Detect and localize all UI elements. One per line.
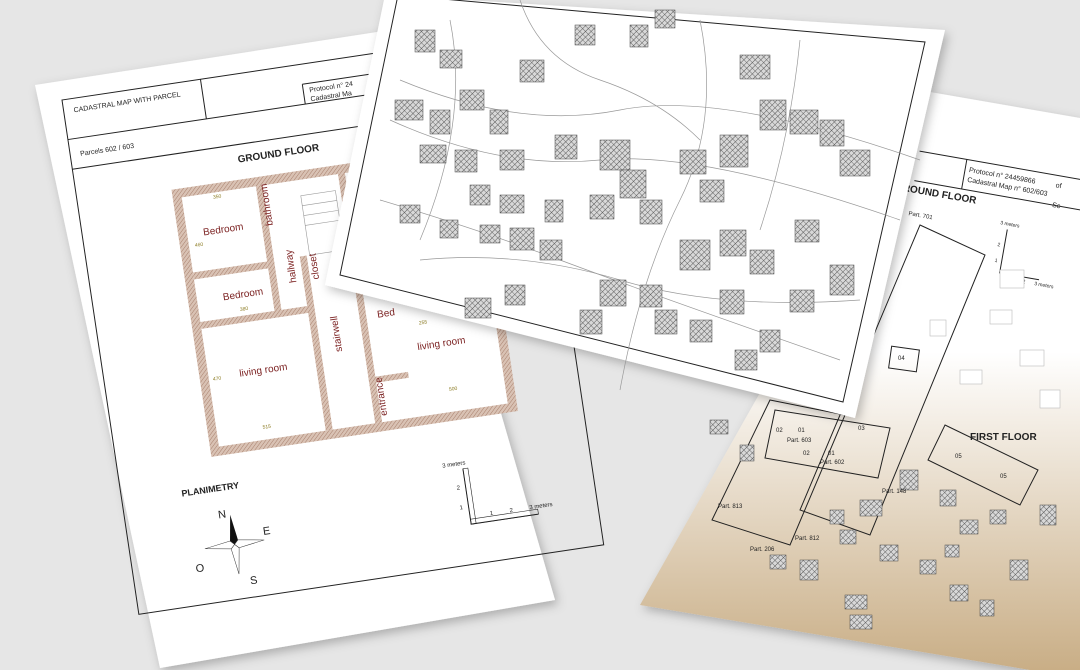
scale-x-label: 3 meters xyxy=(1034,281,1055,290)
first-floor-heading: FIRST FLOOR xyxy=(970,432,1037,443)
parcel-label: Part. 701 xyxy=(908,211,934,221)
unit-label: 05 xyxy=(955,454,962,460)
scale-unit-label: 3 meters xyxy=(1000,220,1021,229)
dimension-label: 515 xyxy=(262,424,271,431)
unit-label: 04 xyxy=(898,356,905,362)
room-label-bedroom: Bed xyxy=(376,307,395,321)
buildings xyxy=(394,9,871,371)
unit-label: 01 xyxy=(828,451,835,457)
unit-label: 03 xyxy=(858,426,865,432)
compass-rose: N E S O xyxy=(195,508,271,587)
dimension-label: 255 xyxy=(419,319,428,326)
compass-s: S xyxy=(249,574,258,587)
dimension-label: 460 xyxy=(195,242,204,249)
room-label-closet: closet xyxy=(307,252,322,280)
of-label: of xyxy=(1055,182,1062,190)
scale-bar: 3 meters 2 1 1 2 3 meters xyxy=(442,460,553,525)
parcel-label: Part. 148 xyxy=(882,489,907,495)
parcel-label: Part. 206 xyxy=(750,547,775,553)
dimension-label: 470 xyxy=(213,376,222,383)
unit-label: 05 xyxy=(1000,474,1007,480)
scale-x-label: 3 meters xyxy=(529,502,553,511)
dimension-label: 380 xyxy=(240,306,249,313)
scale-tick: 1 xyxy=(459,505,464,512)
scale-tick: 1 xyxy=(994,258,998,264)
scale-tick: 2 xyxy=(456,485,461,492)
parcel-label: Part. 812 xyxy=(795,536,820,542)
parcel-label: Part. 813 xyxy=(718,504,743,510)
scale-tick: 1 xyxy=(489,511,494,518)
scale-tick: 2 xyxy=(509,508,514,515)
cadastral-map-sheet xyxy=(325,0,945,418)
dimension-label: 350 xyxy=(213,194,222,201)
compass-o: O xyxy=(195,562,206,575)
unit-label: 02 xyxy=(776,428,783,434)
compass-n: N xyxy=(217,508,227,521)
unit-label: 02 xyxy=(803,451,810,457)
parcel-label: Part. 603 xyxy=(787,438,812,444)
scale-tick: 2 xyxy=(997,242,1001,248)
parcel-label: Part. 602 xyxy=(820,460,845,466)
compass-e: E xyxy=(262,525,271,538)
unit-label: 01 xyxy=(798,428,805,434)
dimension-label: 500 xyxy=(449,386,458,393)
scale-unit-label: 3 meters xyxy=(442,460,466,469)
room-label-hallway: hallway xyxy=(284,249,300,284)
scale-label: Sc xyxy=(1052,202,1062,210)
room-label-stairwell: stairwell xyxy=(329,315,345,352)
